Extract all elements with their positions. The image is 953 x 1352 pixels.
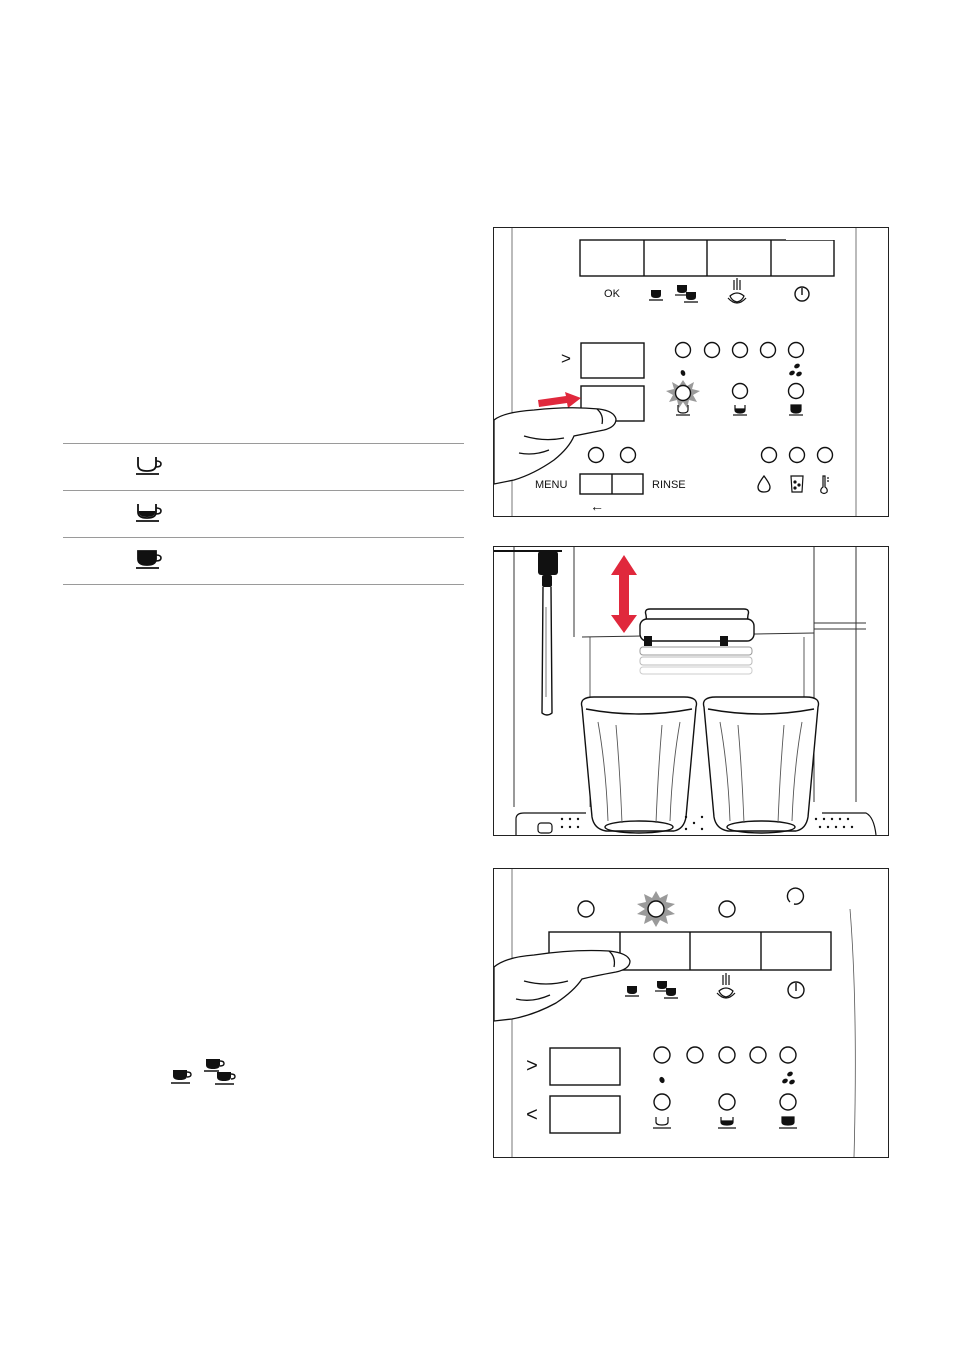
steam-icon-2 bbox=[717, 973, 735, 998]
beans-icon bbox=[788, 363, 802, 378]
one-cup-icon-2 bbox=[625, 986, 639, 996]
figure-control-panel-strength: OK MENU RINSE ← > bbox=[493, 227, 889, 517]
glass-left-illustration bbox=[582, 697, 697, 833]
next-button-2 bbox=[550, 1048, 620, 1085]
cup-strength-icons-2 bbox=[653, 1117, 797, 1128]
single-bean-icon bbox=[658, 1076, 665, 1084]
next-button bbox=[581, 343, 644, 378]
red-up-down-arrow bbox=[611, 555, 637, 633]
steam-wand-illustration bbox=[494, 551, 562, 715]
ok-label: OK bbox=[604, 288, 621, 300]
coffee-spout-illustration bbox=[640, 609, 754, 674]
glass-right-illustration bbox=[704, 697, 819, 833]
led-glow-light bbox=[666, 380, 700, 408]
two-cups-icon-2 bbox=[655, 981, 678, 998]
two-cups-icon bbox=[675, 285, 698, 302]
red-press-arrow bbox=[538, 392, 581, 408]
water-drop-icon bbox=[758, 476, 770, 492]
prev-button-2 bbox=[550, 1096, 620, 1133]
grounds-container-icon bbox=[791, 476, 803, 492]
one-cup-icon bbox=[649, 290, 663, 300]
gt-label-2: > bbox=[526, 1055, 538, 1077]
cup-medium-icon bbox=[134, 499, 166, 525]
finger-illustration bbox=[494, 408, 616, 484]
lt-label-2: < bbox=[526, 1104, 538, 1126]
figure-control-panel-cups: > < bbox=[493, 868, 889, 1158]
menu-label: MENU bbox=[535, 479, 567, 491]
cup-strength-table bbox=[63, 443, 464, 585]
cup-light-icon bbox=[134, 452, 166, 478]
cup-strength-row-light bbox=[63, 443, 464, 490]
finger-illustration-2 bbox=[494, 951, 630, 1022]
figure-spout-adjustment bbox=[493, 546, 889, 836]
power-icon bbox=[795, 287, 809, 301]
cup-strength-row-medium bbox=[63, 490, 464, 537]
back-arrow-label: ← bbox=[590, 498, 604, 514]
power-icon-2 bbox=[788, 982, 804, 998]
drip-tray-illustration bbox=[516, 813, 876, 835]
rinse-label: RINSE bbox=[652, 479, 686, 491]
thermometer-icon bbox=[821, 476, 829, 494]
led-glow-cups bbox=[637, 891, 675, 927]
cup-strength-icons bbox=[676, 405, 803, 415]
cup-strength-row-strong bbox=[63, 537, 464, 585]
one-cup-two-cups-icon bbox=[170, 1056, 246, 1088]
beans-icon-2 bbox=[781, 1071, 795, 1086]
cup-strong-icon bbox=[134, 546, 166, 572]
steam-icon bbox=[728, 278, 746, 303]
gt-label: > bbox=[561, 349, 571, 368]
